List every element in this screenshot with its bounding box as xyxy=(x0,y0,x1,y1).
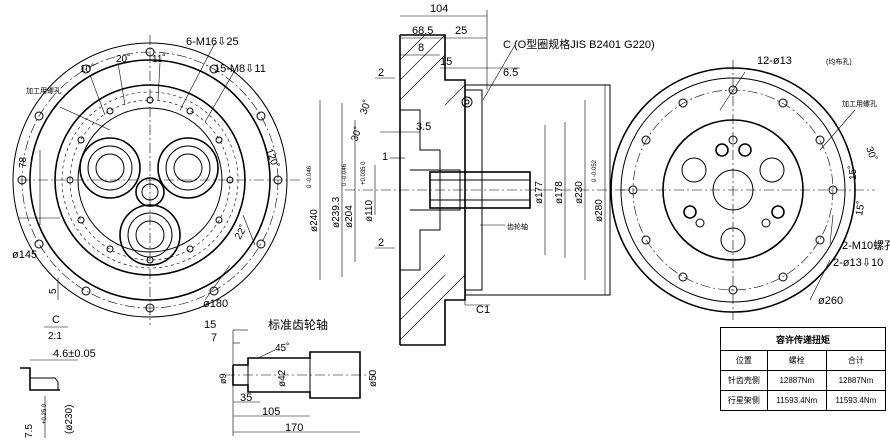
dia-110: ø110 xyxy=(364,200,375,222)
row1-total: 12887Nm xyxy=(825,370,887,391)
dia-280: ø280 xyxy=(594,199,605,222)
callout-process-tap-left: 加工用螺孔 xyxy=(26,86,61,95)
row1-position: 针齿壳侧 xyxy=(720,370,768,391)
header-bolt: 螺栓 xyxy=(766,350,827,371)
dim-6-5: 6.5 xyxy=(503,67,518,79)
section-view: 104 68.5 25 8 15 6.5 2 2 3.5 1 30˚ 30˚ C… xyxy=(307,3,655,346)
shaft-dim-35: 35 xyxy=(240,392,252,404)
torque-table-header-row: 位置 螺栓 合计 xyxy=(720,350,887,371)
angle-15-a: 15˚ xyxy=(847,166,859,180)
angle-30-b: 30˚ xyxy=(349,125,365,143)
detail-c-tol-7-5: +0.25 0 xyxy=(42,403,48,424)
detail-c: C 2:1 4.6±0.05 7.5 +0.25 0 (ø230) xyxy=(20,314,96,438)
chamfer-c1: C1 xyxy=(476,304,490,316)
shaft-dia-50: ø50 xyxy=(368,369,379,387)
dim-2-bottom: 2 xyxy=(378,237,384,249)
shaft-angle-45: 45˚ xyxy=(275,342,289,354)
gear-shaft-drawing: 标准齿轮轴 15 7 45˚ ø9 ø42 ø50 35 105 170 xyxy=(204,317,379,436)
callout-12-dia13: 12-ø13 xyxy=(757,55,792,67)
angle-120: 120˚ xyxy=(263,147,281,170)
callout-m16-holes: 6-M16⇩25 xyxy=(186,36,239,48)
oring-spec: C (O型圈规格JIS B2401 G220) xyxy=(503,37,655,51)
table-row: 行星架侧 11593.4Nm 11593.4Nm xyxy=(720,390,887,411)
dim-15: 15 xyxy=(440,56,452,68)
dim-height-78: 78 xyxy=(18,156,29,168)
callout-m8-holes: 15-M8⇩11 xyxy=(214,63,266,75)
header-total: 合计 xyxy=(825,350,887,371)
angle-11: 11˚ xyxy=(152,53,166,65)
back-bolt-holes xyxy=(628,85,838,295)
gear-shaft-label: 齿轮轴 xyxy=(507,222,528,231)
dia-280-tol: 0 -0.052 xyxy=(592,159,598,182)
carrier-holes xyxy=(681,135,785,253)
angle-30-right: 30˚ xyxy=(863,145,879,163)
shaft-dim-15: 15 xyxy=(204,319,216,331)
torque-table: 容许传递扭矩 位置 螺栓 合计 针齿壳侧 12887Nm 12887Nm 行星架… xyxy=(720,327,887,411)
shaft-dim-7: 7 xyxy=(211,332,217,344)
dim-25: 25 xyxy=(455,25,467,37)
callout-process-tap-right: 加工用螺孔 xyxy=(842,99,877,108)
torque-table-title-row: 容许传递扭矩 xyxy=(720,327,886,351)
callout-2-m10: 2-M10螺孔 xyxy=(842,239,890,252)
dia-240: ø240 xyxy=(309,209,320,232)
table-row: 针齿壳侧 12887Nm 12887Nm xyxy=(720,370,887,391)
dim-8: 8 xyxy=(418,42,424,54)
dia-177: ø177 xyxy=(534,181,545,204)
dim-dia-145: ø145 xyxy=(12,249,37,261)
dim-1: 1 xyxy=(382,151,388,163)
shaft-dia-42: ø42 xyxy=(277,369,288,387)
angle-15-b: 15˚ xyxy=(853,200,867,216)
gear-shaft-title: 标准齿轮轴 xyxy=(268,317,328,332)
callout-2-dia13-depth: 2-ø13⇩10 xyxy=(833,257,883,269)
callout-12-dia13-note: (均布孔) xyxy=(826,57,852,66)
angle-20: 20˚ xyxy=(116,53,130,65)
header-position: 位置 xyxy=(720,350,768,371)
detail-c-dia-230: (ø230) xyxy=(64,405,75,434)
dim-2-top: 2 xyxy=(378,67,384,79)
dim-dia-260: ø260 xyxy=(818,295,843,307)
detail-c-scale: 2:1 xyxy=(48,331,62,342)
dia-230: ø230 xyxy=(574,181,585,204)
detail-c-dim-7-5: 7.5 xyxy=(24,424,35,438)
planet-gears xyxy=(79,137,219,266)
right-back-view: 12-ø13 (均布孔) 加工用螺孔 30˚ 15˚ 15˚ 2-M10螺孔 2… xyxy=(610,55,890,320)
left-front-view: 6-M16⇩25 15-M8⇩11 加工用螺孔 10˚ 20˚ 11˚ 120˚… xyxy=(12,35,300,325)
row2-position: 行星架侧 xyxy=(720,390,768,411)
dim-3-5: 3.5 xyxy=(416,121,431,133)
dia-239-3: ø239.3 xyxy=(331,196,342,228)
row1-bolt: 12887Nm xyxy=(766,370,827,391)
detail-c-dim-4-6: 4.6±0.05 xyxy=(53,348,96,360)
row2-bolt: 11593.4Nm xyxy=(766,390,827,411)
dia-110-tol: +0.035 0 xyxy=(361,161,367,185)
shaft-dim-170: 170 xyxy=(285,422,303,434)
dim-104: 104 xyxy=(430,3,448,15)
shaft-dim-105: 105 xyxy=(262,406,280,418)
dia-240-tol: 0 -0.046 xyxy=(307,165,313,188)
torque-table-title: 容许传递扭矩 xyxy=(720,327,886,351)
angle-10: 10˚ xyxy=(80,63,94,75)
shaft-dia-9: ø9 xyxy=(218,373,228,384)
dim-68-5: 68.5 xyxy=(412,25,433,37)
outer-bolt-holes xyxy=(17,47,283,313)
inner-bolt-holes xyxy=(66,96,234,264)
row2-total: 11593.4Nm xyxy=(825,390,887,411)
angle-30-a: 30˚ xyxy=(358,98,374,116)
detail-c-title: C xyxy=(52,314,60,326)
section-hatch xyxy=(399,34,466,341)
dia-204-tol: 0 -0.046 xyxy=(342,163,348,186)
dia-204: ø204 xyxy=(344,205,355,228)
dim-dia-180: ø180 xyxy=(203,298,228,310)
dia-178: ø178 xyxy=(554,181,565,204)
dim-5: 5 xyxy=(48,288,59,294)
